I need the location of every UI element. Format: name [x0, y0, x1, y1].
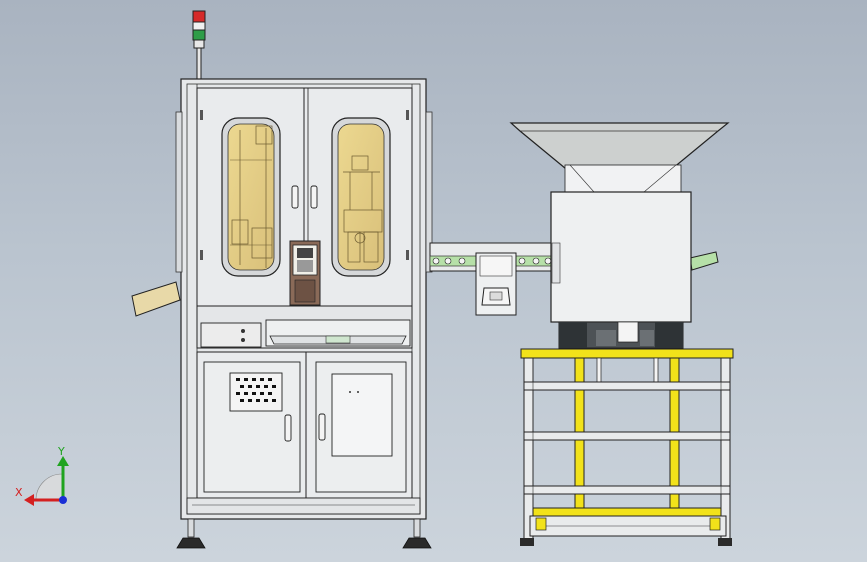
right-door-window — [331, 117, 391, 277]
indicator-icon — [241, 338, 245, 342]
vent-grille — [229, 372, 283, 412]
door-handle-left — [291, 185, 299, 209]
hmi-panel — [289, 240, 321, 306]
x-axis-label: X — [15, 486, 23, 499]
indicator-icon — [241, 329, 245, 333]
button-panel — [200, 322, 262, 348]
vibratory-feeder — [509, 122, 730, 349]
y-axis-label: Y — [57, 445, 65, 458]
conveyor-outlet — [689, 251, 719, 271]
door-handle-right — [310, 185, 318, 209]
discharge-chute — [131, 281, 181, 317]
leveling-feet — [176, 518, 432, 549]
electrical-panel — [331, 373, 393, 457]
triad-origin-icon — [59, 496, 67, 504]
signal-tower — [192, 10, 206, 80]
y-axis-arrowhead-icon — [57, 456, 69, 466]
yellow-stand — [520, 348, 734, 546]
coordinate-triad: Y X — [15, 445, 69, 506]
left-door-window — [221, 117, 281, 277]
x-axis-arrowhead-icon — [24, 494, 34, 506]
main-cabinet — [175, 78, 433, 520]
conveyor — [429, 242, 553, 316]
